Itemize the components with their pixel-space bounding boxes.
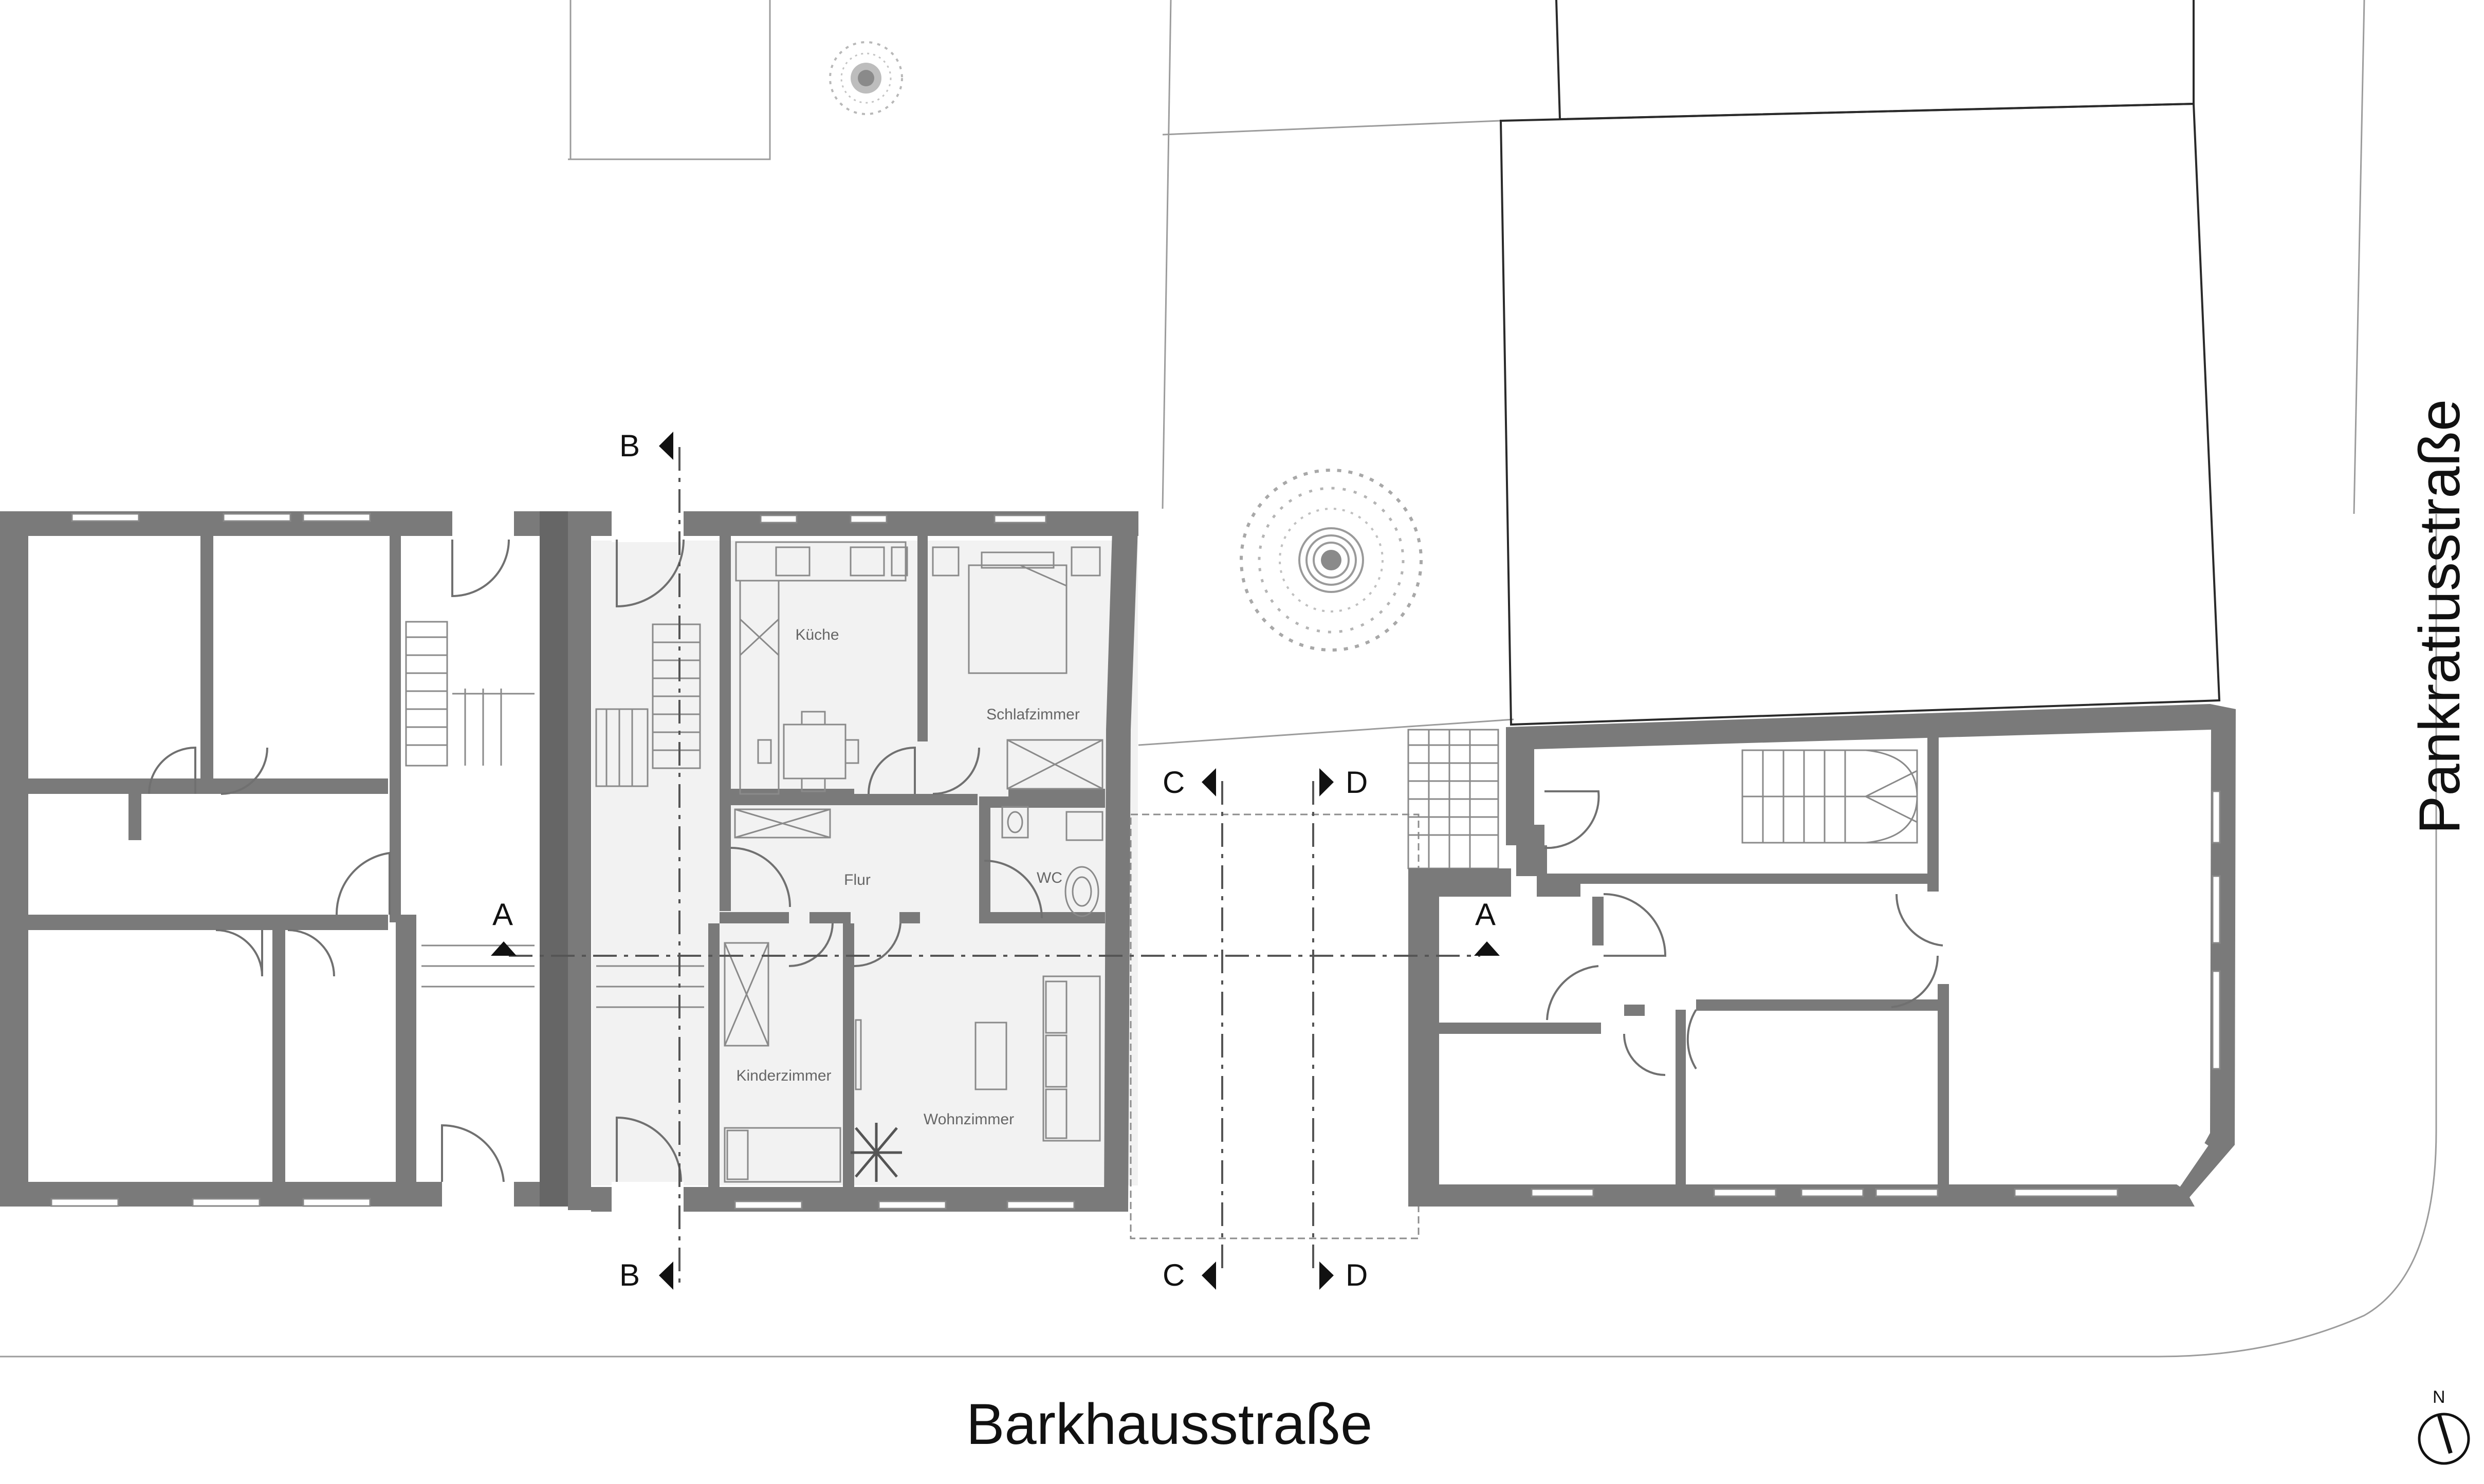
room-label-bedroom: Schlafzimmer <box>986 706 1080 723</box>
room-label-hallway: Flur <box>844 871 871 888</box>
section-marker-c-bottom: C <box>1163 1258 1216 1292</box>
neighbour-buildings <box>1499 0 2221 726</box>
section-marker-a-label: A <box>492 897 513 932</box>
tree-courtyard <box>1240 469 1423 652</box>
section-marker-a-label: A <box>1475 897 1496 932</box>
north-arrow: N <box>2418 1387 2470 1465</box>
section-marker-a-right: A <box>1474 897 1500 956</box>
room-label-toilet: WC <box>1037 869 1062 886</box>
section-marker-c-top: C <box>1163 765 1216 800</box>
section-marker-c-label: C <box>1163 1258 1185 1292</box>
room-label-kitchen: Küche <box>795 626 839 643</box>
north-arrow-circle <box>2418 1413 2470 1465</box>
room-label-childrens-room: Kinderzimmer <box>736 1067 831 1084</box>
section-marker-b-bottom: B <box>619 1258 673 1292</box>
section-lines <box>509 447 1480 1290</box>
north-arrow-needle <box>2437 1413 2453 1454</box>
north-arrow-label: N <box>2433 1387 2445 1407</box>
section-marker-d-label: D <box>1346 1258 1368 1292</box>
section-marker-c-label: C <box>1163 765 1185 800</box>
section-marker-b-top: B <box>619 429 673 463</box>
room-label-living-room: Wohnzimmer <box>924 1111 1014 1128</box>
street-label-south: Barkhausstraße <box>966 1392 1373 1456</box>
apartment-walls <box>568 506 1138 1218</box>
apartment-furniture <box>724 541 1103 1183</box>
tree-north <box>829 41 903 115</box>
left-building <box>0 506 568 1213</box>
open-plot <box>1130 813 1420 1239</box>
right-building <box>1407 704 2236 1207</box>
section-marker-a-left: A <box>491 897 517 956</box>
street-label-east: Pankratiusstraße <box>2407 399 2472 834</box>
property-lines <box>0 0 2437 1358</box>
section-marker-b-label: B <box>619 429 640 463</box>
apartment-floor <box>592 541 1138 1185</box>
section-marker-d-bottom: D <box>1319 1258 1368 1292</box>
section-marker-d-top: D <box>1319 765 1368 800</box>
section-marker-d-label: D <box>1346 765 1368 800</box>
section-marker-b-label: B <box>619 1258 640 1292</box>
